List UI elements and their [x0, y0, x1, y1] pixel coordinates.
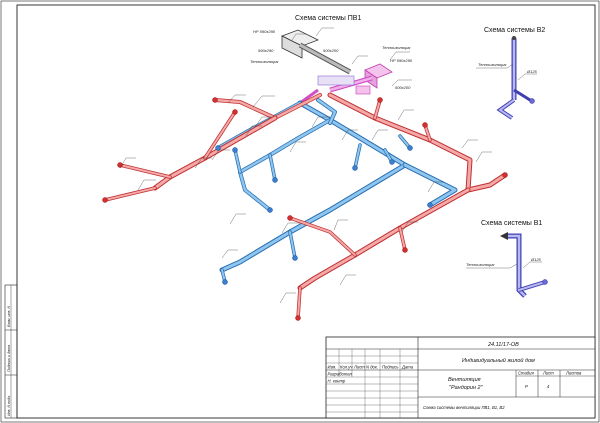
stamp-h-list: Лист: [542, 371, 554, 376]
supply-diffusers: [102, 97, 508, 321]
exhaust-diffusers: [215, 145, 433, 285]
stamp-col-ndok: N док.: [366, 365, 378, 370]
scheme-title-b2: Схема системы В2: [484, 27, 545, 34]
stamp-col-podp: Подпись: [382, 365, 399, 370]
pv1-annotation-6: НР 590х290: [390, 58, 413, 63]
scheme-title-b1: Схема системы В1: [481, 220, 542, 227]
pv1-annotation-1: НР 590х290: [253, 29, 276, 34]
pv1-scheme: НР 590х290 590х290 500х200 Теплоизоляция…: [102, 27, 508, 321]
b1-branch-label: Ø125: [530, 257, 542, 262]
inner-border: [16, 4, 596, 419]
scheme-title-pv1: Схема системы ПВ1: [295, 15, 361, 22]
air-handling-unit: [281, 29, 393, 105]
pv1-annotation-2: 590х290: [258, 48, 274, 53]
exhaust-network: [216, 98, 458, 284]
stamp-sheet-title: Схема системы вентиляции ПВ1, В1, В2: [423, 405, 505, 410]
pv1-annotation-4: Теплоизоляция: [250, 59, 279, 64]
supply-network: [103, 92, 508, 320]
stamp-v-stadia: Р: [525, 384, 528, 389]
stamp-col-izm: Изм.: [328, 365, 337, 370]
pv1-annotation-3: 500х200: [323, 48, 339, 53]
stamp-code: 24.11/17-ОВ: [487, 342, 519, 348]
pv1-annotation-5: Теплоизоляция: [382, 45, 411, 50]
b1-scheme: Теплоизоляция Ø125: [466, 232, 548, 298]
side-cell-2: Подпись и дата: [7, 345, 11, 372]
stamp-section-line2: "Рандорин 2": [449, 385, 484, 391]
pv1-annotation-7: 500х200: [395, 85, 411, 90]
stamp-col-kol: Кол.уч: [340, 365, 353, 370]
b1-annotation: Теплоизоляция: [466, 262, 495, 267]
side-cell-3: Инв. N подл.: [7, 395, 11, 416]
b2-scheme: Теплоизоляция Ø125: [476, 36, 538, 120]
stamp-v-list: 4: [547, 384, 550, 389]
side-strip: Взам. инв. N Подпись и дата Инв. N подл.: [4, 284, 18, 419]
stamp-h-stadia: Стадия: [518, 371, 534, 376]
stamp-section-line1: Вентиляция: [448, 377, 481, 383]
stamp-row-nkontr: Н. контр: [328, 379, 346, 384]
b2-annotation: Теплоизоляция: [478, 62, 507, 67]
stamp-h-listov: Листов: [565, 371, 582, 376]
stamp-row-razrab: Разработал: [328, 372, 353, 377]
stamp-col-data: Дата: [401, 365, 414, 370]
title-block: Изм. Кол.уч Лист N док. Подпись Дата Раз…: [325, 336, 596, 419]
side-cell-1: Взам. инв. N: [7, 306, 11, 327]
b2-branch-label: Ø125: [526, 69, 538, 74]
leader-lines: [119, 27, 492, 304]
stamp-object: Индивидуальный жилой дом: [462, 357, 535, 364]
stamp-col-list: Лист: [353, 365, 365, 370]
